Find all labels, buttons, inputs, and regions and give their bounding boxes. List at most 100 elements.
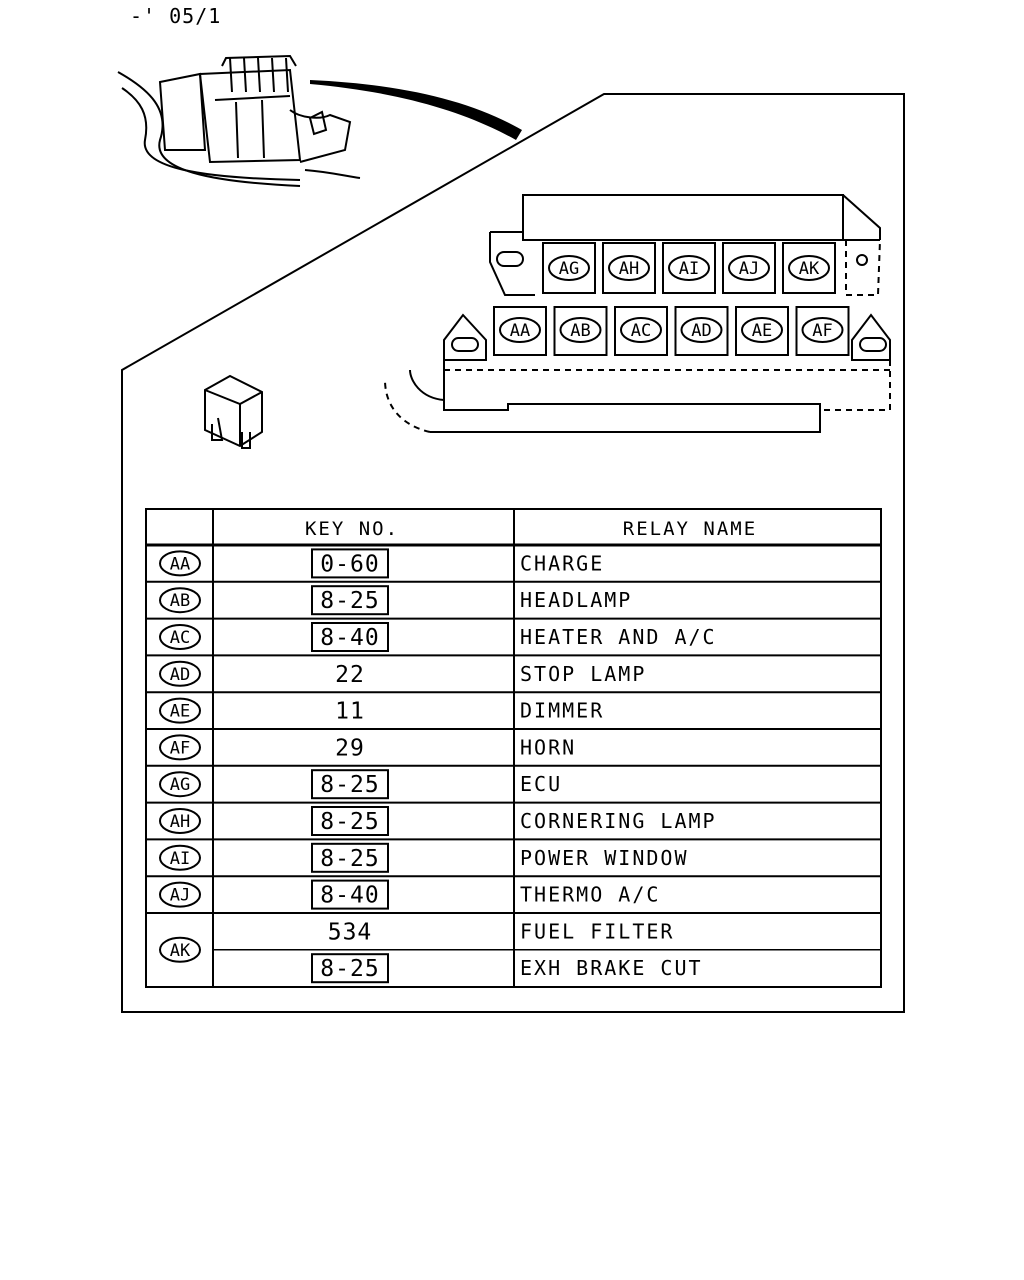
key-number: 8-40 <box>320 625 379 651</box>
header-key-no: KEY NO. <box>305 518 399 540</box>
socket-code-oval <box>801 317 844 343</box>
row-code-oval <box>159 624 201 650</box>
relay-unit <box>204 374 263 449</box>
socket-code-oval <box>680 317 723 343</box>
row-code-oval <box>159 771 201 798</box>
socket-code-oval <box>741 317 783 343</box>
relay-socket <box>602 242 656 294</box>
socket-code-oval <box>499 317 541 343</box>
row-code-oval <box>159 881 201 908</box>
relay-name: DIMMER <box>520 699 604 723</box>
relay-socket <box>795 306 850 356</box>
key-number: 8-25 <box>320 956 379 982</box>
relay-socket <box>722 242 776 294</box>
socket-code: AF <box>812 321 832 341</box>
socket-code: AA <box>510 321 530 341</box>
socket-code: AH <box>619 259 639 279</box>
relay-name: HEATER AND A/C <box>520 625 717 649</box>
socket-code: AC <box>631 321 651 341</box>
key-box <box>311 842 389 873</box>
socket-code: AK <box>799 259 820 279</box>
socket-code-oval <box>559 317 602 343</box>
row-code: AK <box>170 941 191 961</box>
key-box <box>311 622 389 652</box>
relay-name: CHARGE <box>520 551 604 575</box>
socket-code-oval <box>548 255 590 281</box>
key-number: 8-25 <box>320 809 379 835</box>
relay-row-upper: AG AH AI AJ AK <box>542 242 836 294</box>
relay-socket <box>614 306 668 356</box>
key-box <box>311 585 389 616</box>
row-code-oval <box>159 550 201 577</box>
socket-code: AJ <box>739 259 759 279</box>
row-code: AI <box>170 849 190 869</box>
key-box <box>311 806 389 836</box>
socket-code: AE <box>752 321 772 341</box>
relay-name: ECU <box>520 772 562 796</box>
key-number: 0-60 <box>320 551 379 577</box>
key-number: 11 <box>335 699 365 725</box>
row-code: AG <box>170 775 190 795</box>
key-number: 22 <box>335 662 365 688</box>
relay-name: STOP LAMP <box>520 662 646 686</box>
key-box <box>311 953 389 984</box>
callout-leader <box>310 80 522 140</box>
relay-name: HEADLAMP <box>520 588 632 612</box>
socket-code: AB <box>570 321 590 341</box>
key-number: 29 <box>335 735 365 761</box>
socket-code: AG <box>559 259 579 279</box>
key-number: 8-25 <box>320 846 379 872</box>
row-code-oval <box>159 844 201 871</box>
relay-name: EXH BRAKE CUT <box>520 956 703 980</box>
relay-socket <box>493 306 547 356</box>
socket-code-oval <box>608 255 650 281</box>
socket-code-oval <box>788 255 830 281</box>
socket-code-oval <box>668 255 710 281</box>
key-number: 8-25 <box>320 588 379 614</box>
relay-name: CORNERING LAMP <box>520 809 717 833</box>
header-relay-name: RELAY NAME <box>623 518 757 540</box>
relay-socket <box>674 306 729 356</box>
row-code-oval <box>159 697 201 724</box>
row-code-oval <box>159 734 201 761</box>
relay-socket <box>735 306 789 356</box>
relay-row-lower: AA AB AC AD AE AF <box>493 306 850 356</box>
relay-socket <box>553 306 608 356</box>
row-code: AF <box>170 738 190 758</box>
table-rows: 0-60 CHARGE AA 8-25 HEADLAMP AB 8-40 HEATER AND… <box>146 548 881 984</box>
row-code-oval <box>159 936 201 963</box>
key-number: 534 <box>328 919 373 945</box>
relay-socket <box>782 242 836 294</box>
relay-name: FUEL FILTER <box>520 919 674 943</box>
row-code: AE <box>170 702 190 722</box>
harness-location-sketch <box>117 54 361 187</box>
row-code-oval <box>159 660 201 687</box>
relay-socket <box>662 242 716 294</box>
row-code: AC <box>170 628 190 648</box>
row-code: AB <box>170 591 190 611</box>
row-code: AH <box>170 812 190 832</box>
key-box <box>311 769 389 800</box>
detail-frame <box>121 93 905 1013</box>
key-number: 8-25 <box>320 772 379 798</box>
socket-code: AD <box>691 321 711 341</box>
key-number: 8-40 <box>320 883 379 909</box>
relay-socket <box>542 242 596 294</box>
row-code: AJ <box>170 886 190 906</box>
row-code-oval <box>159 808 201 834</box>
row-code: AA <box>170 554 190 574</box>
relay-name: THERMO A/C <box>520 883 660 907</box>
key-box <box>311 548 389 579</box>
socket-code-oval <box>728 255 770 281</box>
key-box <box>311 879 389 910</box>
socket-code: AI <box>679 259 699 279</box>
relay-table: KEY NO. RELAY NAME 0-60 CHARGE AA 8-25 HEADL… <box>145 508 882 988</box>
row-code-oval <box>159 587 201 614</box>
socket-code-oval <box>620 317 662 343</box>
row-code: AD <box>170 665 190 685</box>
relay-block-housing <box>384 194 891 433</box>
relay-name: POWER WINDOW <box>520 846 689 870</box>
relay-name: HORN <box>520 735 576 759</box>
page-code: -' 05/1 <box>130 4 222 28</box>
